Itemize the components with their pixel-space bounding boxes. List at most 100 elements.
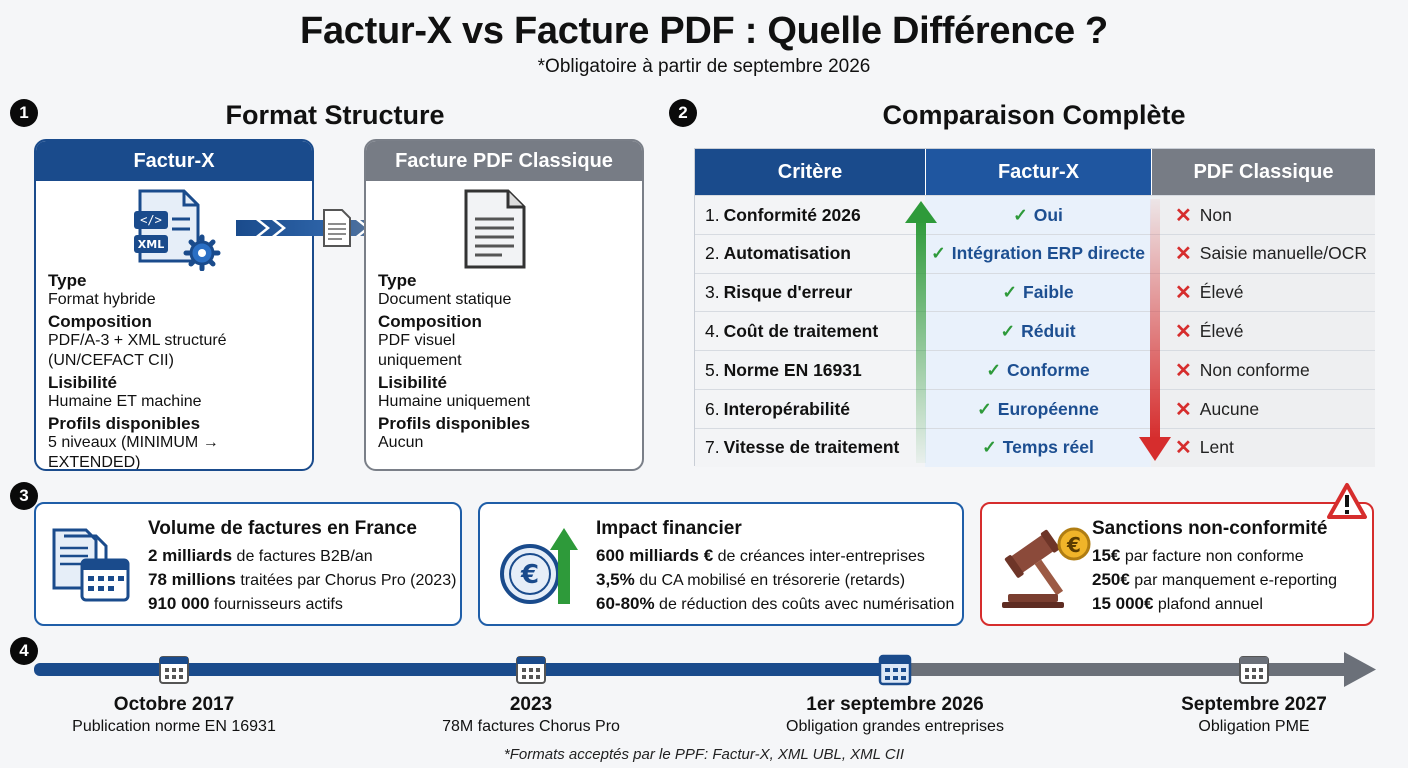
cross-icon: ✕ (1175, 204, 1192, 227)
impact-title: Impact financier (596, 518, 742, 539)
check-icon: ✓ (1000, 320, 1016, 341)
volume-box: Volume de factures en France 2 milliards… (34, 502, 462, 626)
pdf-composition-label: Composition (378, 312, 482, 331)
critere-cell: 1.Conformité 2026 (695, 196, 925, 234)
calendar-icon (516, 656, 546, 684)
sanctions-line-2: 250€ par manquement e-reporting (1092, 570, 1338, 589)
milestone-2026: 1er septembre 2026 Obligation grandes en… (786, 694, 1004, 735)
check-icon: ✓ (931, 243, 946, 264)
facturx-cell: ✓Faible (925, 273, 1151, 312)
check-icon: ✓ (1002, 282, 1018, 303)
pdf-cell: ✕Non (1151, 196, 1375, 234)
pdf-lisibilite-value: Humaine uniquement (378, 393, 531, 410)
svg-text:€: € (520, 560, 539, 590)
code-icon-text: </> (140, 213, 162, 227)
comparison-table: Critère Factur-X PDF Classique 1.Conform… (694, 148, 1375, 467)
svg-text:€: € (1066, 533, 1081, 557)
sanctions-line-1: 15€ par facture non conforme (1092, 546, 1304, 565)
table-row: 1.Conformité 2026✓Oui✕Non (695, 195, 1375, 234)
gavel-euro-icon: € (1002, 527, 1091, 608)
table-row: 6.Interopérabilité✓Européenne✕Aucune (695, 389, 1375, 428)
critere-cell: 2.Automatisation (695, 234, 925, 273)
cross-icon: ✕ (1175, 282, 1192, 305)
pdf-lisibilite-label: Lisibilité (378, 373, 447, 392)
invoices-calendar-icon (52, 528, 130, 602)
critere-cell: 4.Coût de traitement (695, 312, 925, 351)
calendar-icon (159, 656, 189, 684)
check-icon: ✓ (977, 398, 992, 419)
cross-icon: ✕ (1175, 243, 1192, 266)
section-4-number: 4 (10, 637, 38, 665)
impact-line-2: 3,5% du CA mobilisé en trésorerie (retar… (596, 570, 906, 589)
warning-icon (1327, 483, 1367, 519)
pdf-type-label: Type (378, 271, 417, 290)
xml-icon-text: XML (138, 238, 164, 251)
table-row: 5.Norme EN 16931✓Conforme✕Non conforme (695, 350, 1375, 390)
section-2-title: Comparaison Complète (882, 100, 1186, 130)
check-icon: ✓ (982, 437, 997, 458)
critere-cell: 3.Risque d'erreur (695, 273, 925, 312)
calendar-icon (878, 654, 912, 686)
pdf-card-header: Facture PDF Classique (366, 141, 642, 181)
facturx-card-body: Type Format hybride Composition PDF/A-3 … (48, 271, 304, 469)
pdf-cell: ✕Lent (1151, 428, 1375, 467)
sanctions-line-3: 15 000€ plafond annuel (1092, 594, 1263, 613)
impact-box: € Impact financier 600 milliards € de cr… (478, 502, 964, 626)
footnote: *Formats acceptés par le PPF: Factur-X, … (503, 746, 905, 763)
table-row: 7.Vitesse de traitement✓Temps réel✕Lent (695, 427, 1375, 467)
pdf-cell: ✕Saisie manuelle/OCR (1151, 234, 1375, 273)
impact-line-1: 600 milliards € de créances inter-entrep… (596, 546, 925, 565)
cross-icon: ✕ (1175, 359, 1192, 382)
volume-line-2: 78 millions traitées par Chorus Pro (202… (148, 570, 457, 589)
milestone-2017: Octobre 2017 Publication norme EN 16931 (72, 694, 276, 735)
facturx-cell: ✓Oui (925, 196, 1151, 234)
xml-file-icon: </> XML (134, 189, 221, 271)
facturx-type-value: Format hybride (48, 291, 156, 308)
facturx-lisibilite-label: Lisibilité (48, 373, 117, 392)
milestone-2023: 2023 78M factures Chorus Pro (442, 694, 620, 735)
cross-icon: ✕ (1175, 398, 1192, 421)
calendar-icon (1239, 656, 1269, 684)
facturx-lisibilite-value: Humaine ET machine (48, 393, 202, 410)
cross-icon: ✕ (1175, 320, 1192, 343)
pdf-document-icon (464, 189, 526, 269)
facturx-composition-value: PDF/A-3 + XML structuré (UN/CEFACT CII) (48, 332, 227, 369)
facturx-type-label: Type (48, 271, 87, 290)
critere-cell: 6.Interopérabilité (695, 390, 925, 428)
facturx-card-header: Factur-X (36, 141, 312, 181)
impact-line-3: 60-80% de réduction des coûts avec numér… (596, 594, 955, 613)
facturx-composition-label: Composition (48, 312, 152, 331)
pdf-cell: ✕Aucune (1151, 390, 1375, 428)
section-1-title: Format Structure (225, 100, 445, 130)
pdf-composition-value: PDF visuel uniquement (378, 332, 462, 369)
timeline-bar (34, 652, 1376, 687)
pdf-cell: ✕Élevé (1151, 312, 1375, 351)
check-icon: ✓ (986, 359, 1002, 380)
section-2-number: 2 (669, 99, 697, 127)
euro-growth-icon: € (500, 528, 578, 604)
column-header-critere: Critère (695, 149, 925, 195)
page-title: Factur-X vs Facture PDF : Quelle Différe… (300, 10, 1108, 52)
critere-cell: 5.Norme EN 16931 (695, 351, 925, 390)
pdf-type-value: Document statique (378, 291, 512, 308)
facturx-profils-label: Profils disponibles (48, 414, 201, 433)
pdf-profils-label: Profils disponibles (378, 414, 531, 433)
sanctions-title: Sanctions non-conformité (1092, 518, 1328, 539)
section-3-number: 3 (10, 482, 38, 510)
milestone-2027: Septembre 2027 Obligation PME (1181, 694, 1327, 735)
facturx-cell: ✓Européenne (925, 390, 1151, 428)
pdf-card: Facture PDF Classique Type Document stat… (364, 139, 644, 471)
critere-cell: 7.Vitesse de traitement (695, 428, 925, 467)
table-row: 2.Automatisation✓Intégration ERP directe… (695, 233, 1375, 273)
volume-line-1: 2 milliards de factures B2B/an (148, 546, 373, 565)
table-row: 4.Coût de traitement✓Réduit✕Élevé (695, 311, 1375, 351)
cross-icon: ✕ (1175, 437, 1192, 460)
sanctions-box: € Sanctions non-conformité 15€ par factu… (980, 502, 1374, 626)
volume-title: Volume de factures en France (148, 518, 417, 539)
table-row: 3.Risque d'erreur✓Faible✕Élevé (695, 272, 1375, 312)
page-subtitle: *Obligatoire à partir de septembre 2026 (537, 56, 871, 77)
red-down-arrow (1139, 199, 1171, 461)
facturx-cell: ✓Réduit (925, 312, 1151, 351)
green-up-arrow (905, 201, 937, 463)
pdf-cell: ✕Non conforme (1151, 351, 1375, 390)
